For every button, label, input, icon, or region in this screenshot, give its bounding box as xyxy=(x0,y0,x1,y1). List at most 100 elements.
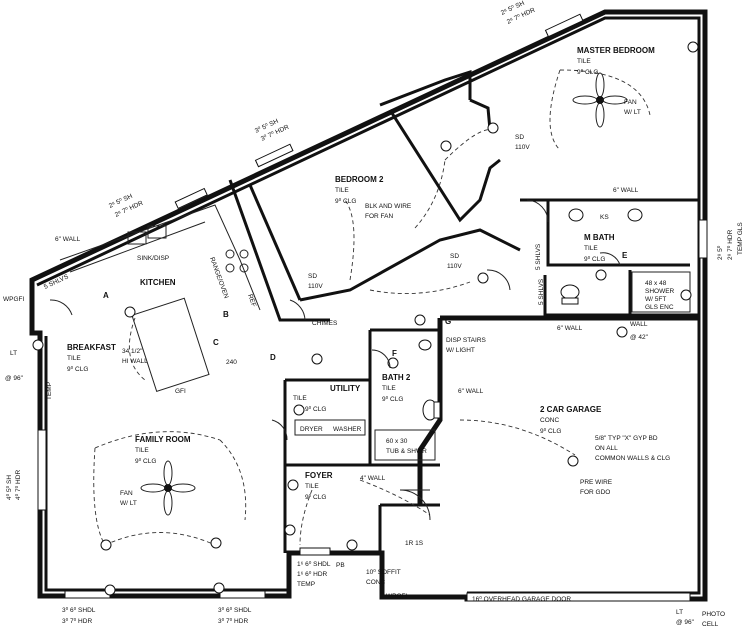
gfi-label: GFI xyxy=(175,388,186,395)
gyp-board-label: 5/8" TYP "X" GYP BD xyxy=(595,435,658,442)
room-garage-floor: CONC xyxy=(540,417,559,424)
wall-label: 6" WALL xyxy=(55,236,81,243)
window-label-right-mbath: 2⁸ 5⁰ xyxy=(716,245,724,260)
tub-label: 60 x 30 xyxy=(386,438,408,445)
shower-label: W/ 5FT xyxy=(645,296,666,303)
wall-label: 6" WALL xyxy=(557,325,583,332)
dryer-label: DRYER xyxy=(300,426,323,433)
pb-label: PB xyxy=(336,562,345,569)
smoke-detector-label: SD xyxy=(515,134,524,141)
room-bedroom2-floor: TILE xyxy=(335,187,349,194)
symbol-labels: PB GFI 240 xyxy=(175,359,345,569)
room-utility-ceiling: 9⁰ CLG xyxy=(305,405,326,413)
lt-96-label: @ 96" xyxy=(5,375,24,382)
room-breakfast: BREAKFAST xyxy=(67,343,116,352)
room-bedroom2-ceiling: 9⁰ CLG xyxy=(335,197,356,205)
room-master-bedroom: MASTER BEDROOM xyxy=(577,46,655,55)
room-bath2: BATH 2 xyxy=(382,373,411,382)
window-label-bottom-fr1: 3⁰ 7⁰ HDR xyxy=(62,617,92,625)
wpgfi-label: WPGFI xyxy=(386,593,407,600)
ks-label: KS xyxy=(600,214,609,221)
room-garage: 2 CAR GARAGE xyxy=(540,405,602,414)
shelves-label: 5 SHLVS xyxy=(535,243,542,270)
room-labels: MASTER BEDROOM TILE 9⁰ CLG BEDROOM 2 TIL… xyxy=(67,46,655,501)
room-garage-ceiling: 9⁰ CLG xyxy=(540,427,561,435)
wall-label: 6" WALL xyxy=(458,388,484,395)
room-foyer-ceiling: 9⁰ CLG xyxy=(305,493,326,501)
gyp-board-label: ON ALL xyxy=(595,445,618,452)
room-family: FAMILY ROOM xyxy=(135,435,191,444)
fan-label: W/ LT xyxy=(120,500,137,507)
washer-label: WASHER xyxy=(333,426,362,433)
sink-label: SINK/DISP xyxy=(137,255,169,262)
garage-door-label: 16⁰ OVERHEAD GARAGE DOOR xyxy=(472,595,571,603)
window-label-bottom-fr2: 3⁰ 7⁰ HDR xyxy=(218,617,248,625)
soffit-label: CONC xyxy=(366,579,385,586)
blk-wire-label: FOR FAN xyxy=(365,213,393,220)
tag-e: E xyxy=(622,251,628,260)
tag-a: A xyxy=(103,291,109,300)
blk-wire-label: BLK AND WIRE xyxy=(365,203,412,210)
window-label-right-mbath: 2⁸ 7⁰ HDR xyxy=(726,229,734,260)
room-m-bath-floor: TILE xyxy=(584,245,598,252)
wall-42-label: WALL xyxy=(630,321,648,328)
ceiling-fan-master-icon xyxy=(572,72,628,128)
smoke-detector-label: 110V xyxy=(515,144,530,151)
room-utility-floor: TILE xyxy=(293,395,307,402)
exterior-walls xyxy=(29,9,708,602)
tag-d: D xyxy=(270,353,276,362)
room-breakfast-ceiling: 9⁰ CLG xyxy=(67,365,88,373)
photo-cell-label: LT xyxy=(676,609,683,616)
room-bedroom2: BEDROOM 2 xyxy=(335,175,384,184)
hi-wall-label: HI WALL xyxy=(122,358,148,365)
window-label-bottom-foyer: 1⁶ 6⁰ SHDL xyxy=(297,560,331,568)
ceiling-fan-family-icon xyxy=(140,460,196,516)
room-master-bedroom-ceiling: 9⁰ CLG xyxy=(577,68,598,76)
wpgfi-label: WPGFI xyxy=(3,296,24,303)
fan-label: FAN xyxy=(120,490,133,497)
disp-stairs-label: DISP STAIRS xyxy=(446,337,487,344)
window-label-bottom-foyer: 1⁶ 6⁰ HDR xyxy=(297,570,328,578)
room-family-ceiling: 9⁰ CLG xyxy=(135,457,156,465)
range-label: RANGE/OVEN xyxy=(208,256,230,299)
wall-label: 4" WALL xyxy=(360,475,386,482)
smoke-detector-label: SD xyxy=(308,273,317,280)
window-labels: 2⁸ 5⁰ SH 2⁸ 7⁰ HDR 3⁰ 5⁰ SH 3⁰ 7⁰ HDR 2⁸… xyxy=(5,0,734,625)
wall-42-label: @ 42" xyxy=(630,334,649,341)
chimes-label: CHIMES xyxy=(312,320,338,327)
tub-label: TUB & SHWR xyxy=(386,448,427,455)
room-foyer: FOYER xyxy=(305,471,333,480)
shelves-label: 5 SHLVS xyxy=(538,278,545,305)
temp-label: TEMP xyxy=(46,382,53,400)
tag-b: B xyxy=(223,310,229,319)
gdo-label: PRE WIRE xyxy=(580,479,613,486)
shower-label: SHOWER xyxy=(645,288,675,295)
window-label-bottom-fr1: 3⁰ 6⁰ SHDL xyxy=(62,606,96,614)
room-bath2-floor: TILE xyxy=(382,385,396,392)
wall-label: 6" WALL xyxy=(613,187,639,194)
window-label-bottom-foyer: TEMP xyxy=(297,581,315,588)
gyp-board-label: COMMON WALLS & CLG xyxy=(595,455,670,462)
window-label-left-fr: 4⁰ 5⁰ SH xyxy=(5,475,13,500)
room-m-bath-ceiling: 9⁰ CLG xyxy=(584,255,605,263)
fan-label: W/ LT xyxy=(624,109,641,116)
smoke-detector-label: 110V xyxy=(447,263,462,270)
smoke-detector-label: SD xyxy=(450,253,459,260)
photo-cell-label: @ 96" xyxy=(676,619,695,626)
room-family-floor: TILE xyxy=(135,447,149,454)
soffit-label: 10⁰ SOFFIT xyxy=(366,568,401,576)
disp-stairs-label: W/ LIGHT xyxy=(446,347,475,354)
photo-cell-label: CELL xyxy=(702,621,719,628)
fan-label: FAN xyxy=(624,99,637,106)
room-breakfast-floor: TILE xyxy=(67,355,81,362)
shower-label: 48 x 48 xyxy=(645,280,667,287)
hi-wall-label: 34 1/2" xyxy=(122,348,143,355)
photo-cell-label: PHOTO xyxy=(702,611,725,618)
tag-f: F xyxy=(392,349,397,358)
lt-96-label: LT xyxy=(10,350,17,357)
smoke-detector-label: 110V xyxy=(308,283,323,290)
window-label-bottom-fr2: 3⁰ 6⁰ SHDL xyxy=(218,606,252,614)
tag-g: G xyxy=(445,317,451,326)
doors xyxy=(49,199,621,521)
room-m-bath: M BATH xyxy=(584,233,615,242)
